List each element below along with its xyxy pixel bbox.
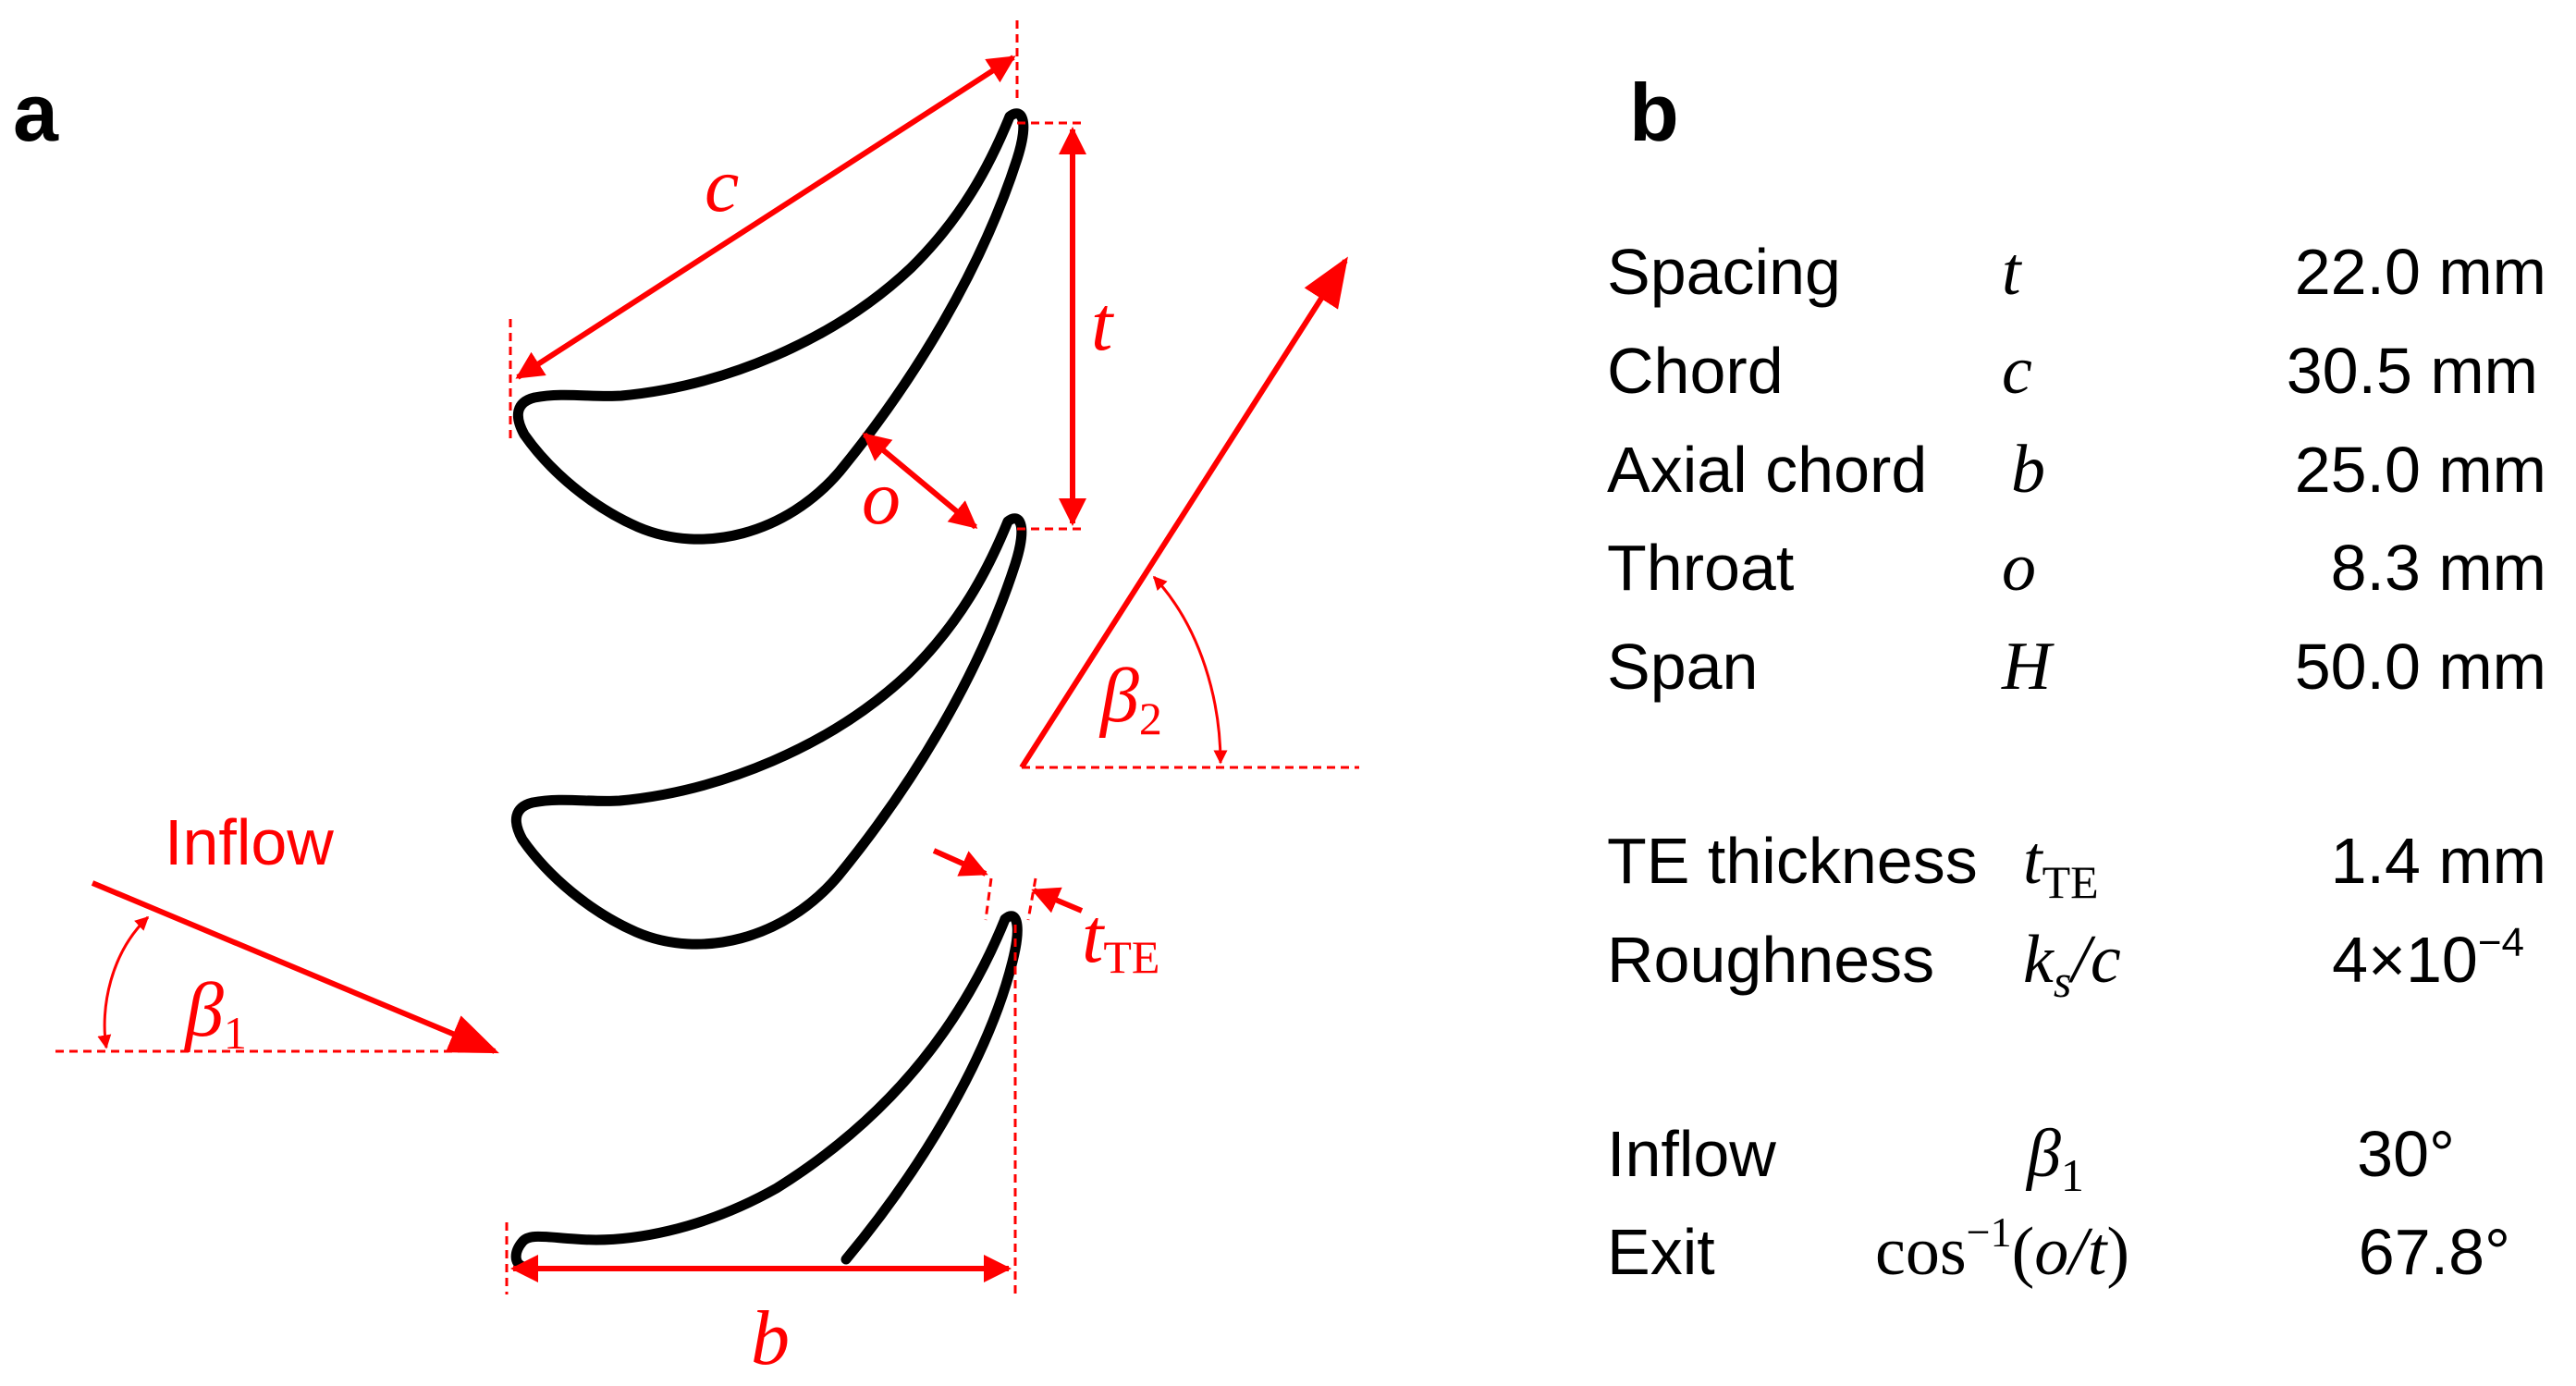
row-symbol: t: [2002, 234, 2023, 310]
table-row-te-thickness: TE thickness tTE 1.4 mm: [1607, 823, 2546, 908]
row-value: 8.3 mm: [2331, 532, 2546, 604]
row-label: TE thickness: [1607, 825, 1978, 897]
table-row-inflow: Inflow β1 30°: [1607, 1116, 2455, 1201]
beta2-label: β2: [1098, 653, 1162, 744]
inflow-label: Inflow: [165, 806, 334, 878]
row-label: Throat: [1607, 532, 1794, 604]
inflow-angle: Inflow β1: [55, 806, 499, 1059]
row-symbol: β1: [2025, 1116, 2084, 1201]
row-symbol: c: [2002, 333, 2032, 409]
panel-b: b Spacing t 22.0 mm Chord c 30.5 mm Axia…: [1607, 67, 2546, 1290]
row-symbol: ks/c: [2023, 922, 2121, 1007]
row-value: 50.0 mm: [2295, 631, 2546, 703]
axial-chord-label: b: [751, 1295, 790, 1381]
chord-dimension: c: [509, 20, 1019, 439]
row-label: Spacing: [1607, 236, 1841, 308]
beta1-label: β1: [183, 967, 247, 1059]
blade-middle: [510, 513, 1027, 950]
table-row-span: Span H 50.0 mm: [1607, 629, 2546, 705]
geometry-table: Spacing t 22.0 mm Chord c 30.5 mm Axial …: [1607, 234, 2546, 1290]
table-row-axial-chord: Axial chord b 25.0 mm: [1607, 432, 2546, 508]
row-value: 1.4 mm: [2331, 825, 2546, 897]
row-label: Chord: [1607, 335, 1784, 407]
spacing-label: t: [1091, 281, 1115, 367]
row-label: Span: [1607, 631, 1758, 703]
table-row-throat: Throat o 8.3 mm: [1607, 530, 2546, 606]
spacing-dimension: t: [1017, 121, 1115, 531]
row-label: Axial chord: [1607, 434, 1927, 506]
row-value: 22.0 mm: [2295, 236, 2546, 308]
throat-label: o: [862, 455, 901, 541]
row-value: 30°: [2357, 1118, 2455, 1190]
blade-bottom: [510, 911, 1023, 1271]
row-symbol: tTE: [2023, 823, 2099, 908]
panel-a-letter: a: [13, 67, 59, 158]
chord-label: c: [705, 142, 739, 228]
row-label: Exit: [1607, 1216, 1715, 1288]
row-value: 30.5 mm: [2287, 335, 2538, 407]
row-symbol: b: [2011, 432, 2045, 508]
te-thickness-dimension: tTE: [932, 848, 1159, 983]
axial-chord-dimension: b: [505, 925, 1017, 1381]
table-row-chord: Chord c 30.5 mm: [1607, 333, 2538, 409]
row-symbol: cos−1(o/t): [1875, 1208, 2129, 1290]
panel-b-letter: b: [1629, 67, 1679, 158]
throat-dimension: o: [862, 432, 978, 541]
table-row-exit: Exit cos−1(o/t) 67.8°: [1607, 1208, 2510, 1290]
row-label: Roughness: [1607, 924, 1934, 996]
table-row-spacing: Spacing t 22.0 mm: [1607, 234, 2546, 310]
row-value: 25.0 mm: [2295, 434, 2546, 506]
row-label: Inflow: [1607, 1118, 1776, 1190]
te-thickness-label: tTE: [1082, 893, 1159, 983]
row-symbol: H: [2001, 629, 2055, 705]
table-row-roughness: Roughness ks/c 4×10−4: [1607, 920, 2524, 1007]
row-value: 67.8°: [2359, 1216, 2510, 1288]
row-symbol: o: [2002, 530, 2036, 606]
row-value: 4×10−4: [2332, 920, 2524, 996]
panel-a: a c t o: [13, 20, 1359, 1381]
exit-angle: β2: [1019, 256, 1359, 769]
